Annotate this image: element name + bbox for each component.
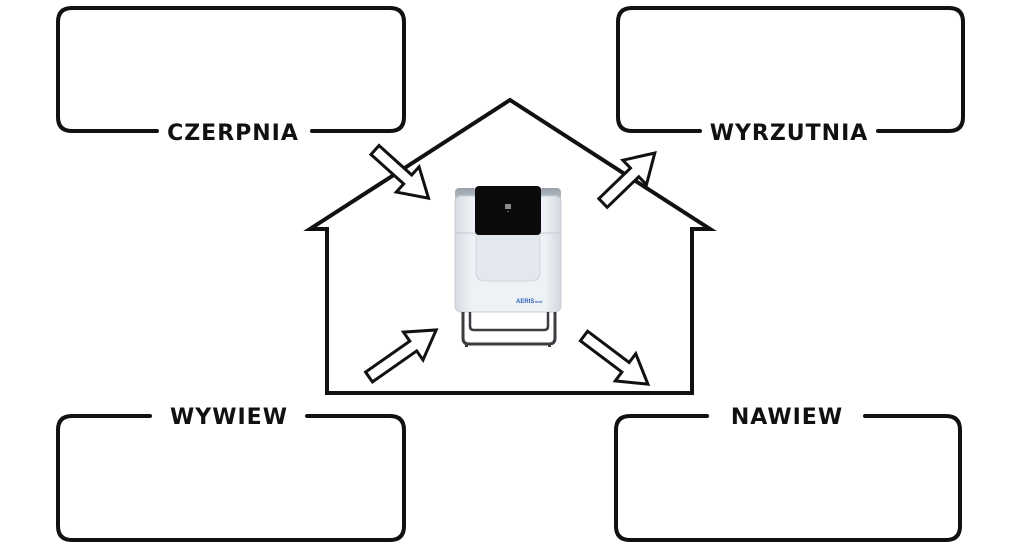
box-czerpnia: CZERPNIA bbox=[56, 6, 406, 146]
box-nawiew-label: NAWIEW bbox=[731, 405, 843, 430]
box-wyrzutnia-label: WYRZUTNIA bbox=[710, 121, 869, 146]
box-wywiew-label: WYWIEW bbox=[170, 405, 288, 430]
box-wywiew: WYWIEW bbox=[56, 405, 406, 542]
box-nawiew: NAWIEW bbox=[614, 405, 962, 542]
box-wyrzutnia-frame bbox=[616, 6, 965, 133]
unit-display-dot bbox=[507, 211, 509, 212]
intake-arrow-shape bbox=[368, 143, 431, 201]
unit-foot-left bbox=[465, 344, 468, 347]
box-wywiew-frame bbox=[56, 414, 406, 542]
extract-arrow-shape bbox=[363, 328, 439, 385]
box-czerpnia-frame bbox=[56, 6, 406, 133]
unit-front-panel bbox=[475, 232, 541, 282]
unit-display-icon bbox=[505, 204, 511, 209]
box-czerpnia-label: CZERPNIA bbox=[167, 121, 299, 146]
intake-arrow bbox=[368, 143, 431, 201]
supply-arrow-shape bbox=[578, 329, 651, 386]
box-wyrzutnia: WYRZUTNIA bbox=[616, 6, 965, 146]
unit-stand-inner bbox=[468, 312, 550, 332]
unit-logo-sub: next bbox=[535, 300, 543, 304]
unit-stand bbox=[461, 312, 557, 346]
ventilation-unit: AERIS next bbox=[454, 186, 562, 347]
box-nawiew-frame bbox=[614, 414, 962, 542]
unit-foot-right bbox=[548, 344, 551, 347]
house-outline bbox=[303, 97, 717, 395]
unit-control-panel bbox=[475, 186, 541, 235]
unit-logo: AERIS bbox=[516, 299, 534, 305]
extract-arrow bbox=[363, 328, 439, 385]
exhaust-arrow bbox=[596, 150, 657, 210]
exhaust-arrow-shape bbox=[596, 150, 657, 210]
supply-arrow bbox=[578, 329, 651, 386]
